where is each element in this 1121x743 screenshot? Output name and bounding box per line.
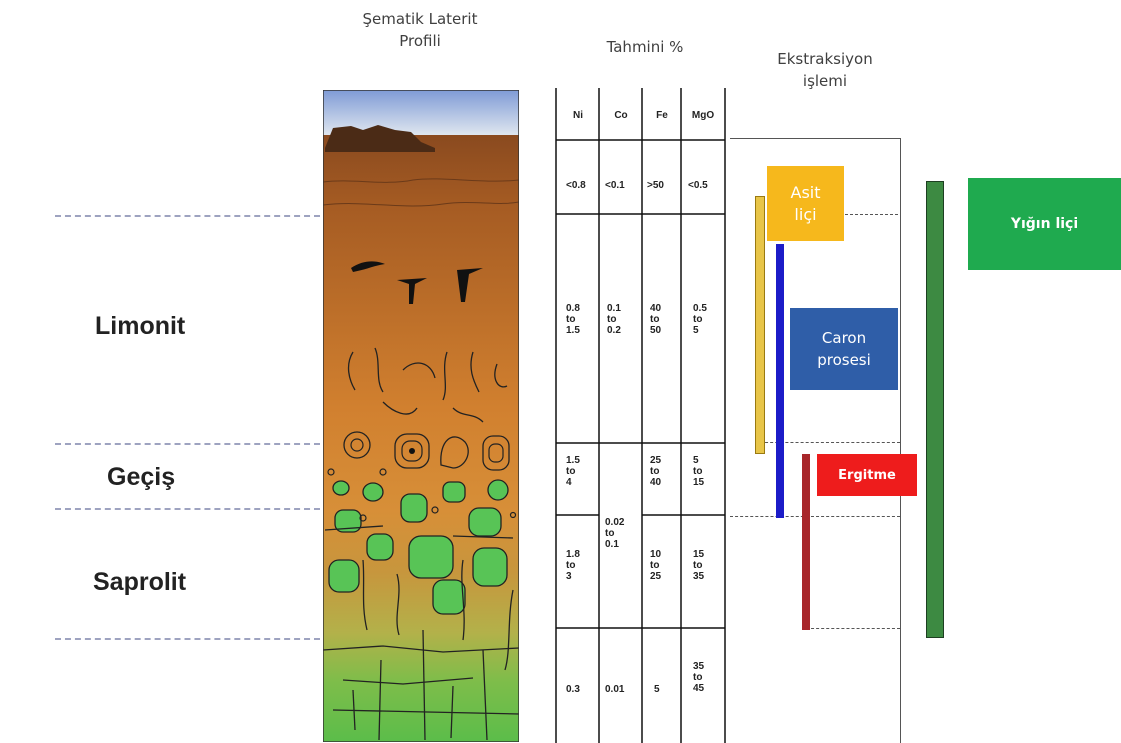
asit-lici-label: Asit liçi	[767, 166, 844, 241]
extraction-title-line1: Ekstraksiyon	[777, 50, 873, 68]
extraction-top-line	[730, 138, 900, 139]
zone-label-limonit: Limonit	[95, 312, 186, 340]
table-header-mgo: MgO	[691, 110, 715, 121]
boundary-line	[840, 214, 898, 215]
caron-label-line2: prosesi	[817, 351, 871, 369]
asit-label-line2: liçi	[794, 204, 817, 224]
table-cell: >50	[647, 180, 664, 191]
table-header-co: Co	[614, 110, 628, 121]
caron-range-bar	[776, 244, 784, 518]
table-cell: 0.3	[566, 684, 580, 695]
boundary-line	[55, 215, 320, 217]
boundary-line	[55, 508, 320, 510]
table-cell: 40 to 50	[650, 303, 662, 336]
table-cell: 0.5 to 5	[693, 303, 707, 336]
table-cell: 15 to 35	[693, 549, 705, 582]
table-cell: 0.1 to 0.2	[607, 303, 621, 336]
boundary-line	[806, 628, 900, 629]
table-cell: 10 to 25	[650, 549, 662, 582]
boundary-line	[760, 442, 900, 443]
table-cell: 35 to 45	[693, 661, 705, 694]
yigin-lici-label: Yığın liçi	[968, 178, 1121, 270]
table-cell: 1.5 to 4	[566, 455, 580, 488]
boundary-line	[55, 638, 320, 640]
boundary-line	[730, 516, 900, 517]
caron-label-line1: Caron	[821, 329, 867, 347]
profile-title-line2: Profili	[399, 32, 441, 50]
table-cell: 0.8 to 1.5	[566, 303, 580, 336]
ergitme-label: Ergitme	[817, 454, 917, 496]
asit-label-line1: Asit	[790, 182, 821, 202]
table-cell: 5	[654, 684, 660, 695]
table-cell: <0.5	[688, 180, 708, 191]
extraction-title: Ekstraksiyon işlemi	[745, 48, 905, 92]
profile-title: Şematik Laterit Profili	[320, 8, 520, 52]
table-cell: 25 to 40	[650, 455, 662, 488]
table-cell: 0.02 to 0.1	[605, 517, 625, 550]
table-cell: <0.1	[605, 180, 625, 191]
percent-title: Tahmini %	[606, 38, 684, 56]
percent-table-grid	[555, 88, 726, 743]
table-cell: 5 to 15	[693, 455, 705, 488]
zone-label-gecis: Geçiş	[107, 463, 176, 491]
asit-range-bar	[755, 196, 765, 454]
table-cell: 1.8 to 3	[566, 549, 580, 582]
table-header-ni: Ni	[573, 110, 583, 121]
table-cell: <0.8	[566, 180, 586, 191]
table-cell: 0.01	[605, 684, 625, 695]
caron-prosesi-label: Caron prosesi	[790, 308, 898, 390]
zone-label-saprolit: Saprolit	[93, 568, 187, 596]
yigin-range-bar	[926, 181, 944, 638]
boundary-line	[55, 443, 320, 445]
extraction-right-line	[900, 138, 901, 743]
extraction-title-line2: işlemi	[802, 72, 848, 90]
profile-title-line1: Şematik Laterit	[362, 10, 478, 28]
table-header-fe: Fe	[656, 110, 668, 121]
laterite-profile-illustration	[323, 90, 519, 742]
ergitme-range-bar	[802, 454, 810, 630]
